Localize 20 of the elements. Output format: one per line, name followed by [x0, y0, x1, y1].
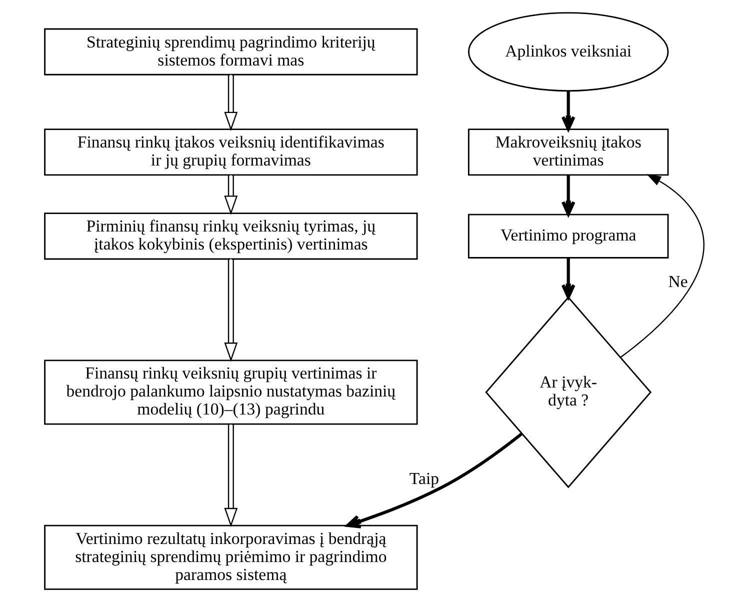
arrow	[224, 74, 238, 132]
edge-label: Taip	[408, 469, 439, 488]
node-box: Strateginių sprendimų pagrindimo kriterijų sistemos formavi mas	[44, 28, 418, 76]
arrow	[346, 432, 522, 528]
node-box: Makroveiksnių įtakos vertinimas	[467, 128, 668, 176]
arrow	[620, 174, 704, 358]
node-ellipse: Aplinkos veiksniai	[467, 12, 668, 92]
edge-label: Ne	[668, 272, 688, 291]
node-box: Vertinimo rezultatų inkorporavimas į bendrąją strateginių sprendimų priėmimo ir pagrindimo paramos sistemą	[44, 524, 418, 590]
node-box: Vertinimo programa	[467, 214, 668, 258]
node-box: Finansų rinkų veiksnių grupių vertinimas ir bendrojo palankumo laipsnio nustatymas bazinių modelių (10)–(13) pagrindu	[44, 360, 418, 425]
node-box: Finansų rinkų įtakos veiksnių identifikavimas ir jų grupių formavimas	[44, 128, 418, 176]
node-diamond: Ar įvyk- dyta ?	[484, 296, 652, 488]
arrow	[560, 175, 575, 216]
arrow	[224, 259, 238, 362]
arrow	[224, 424, 238, 528]
node-box: Pirminių finansų rinkų veiksnių tyrimas, jų įtakos kokybinis (ekspertinis) vertinimas	[44, 212, 418, 260]
arrow	[560, 91, 575, 131]
arrow	[560, 258, 575, 299]
arrow	[224, 175, 238, 215]
